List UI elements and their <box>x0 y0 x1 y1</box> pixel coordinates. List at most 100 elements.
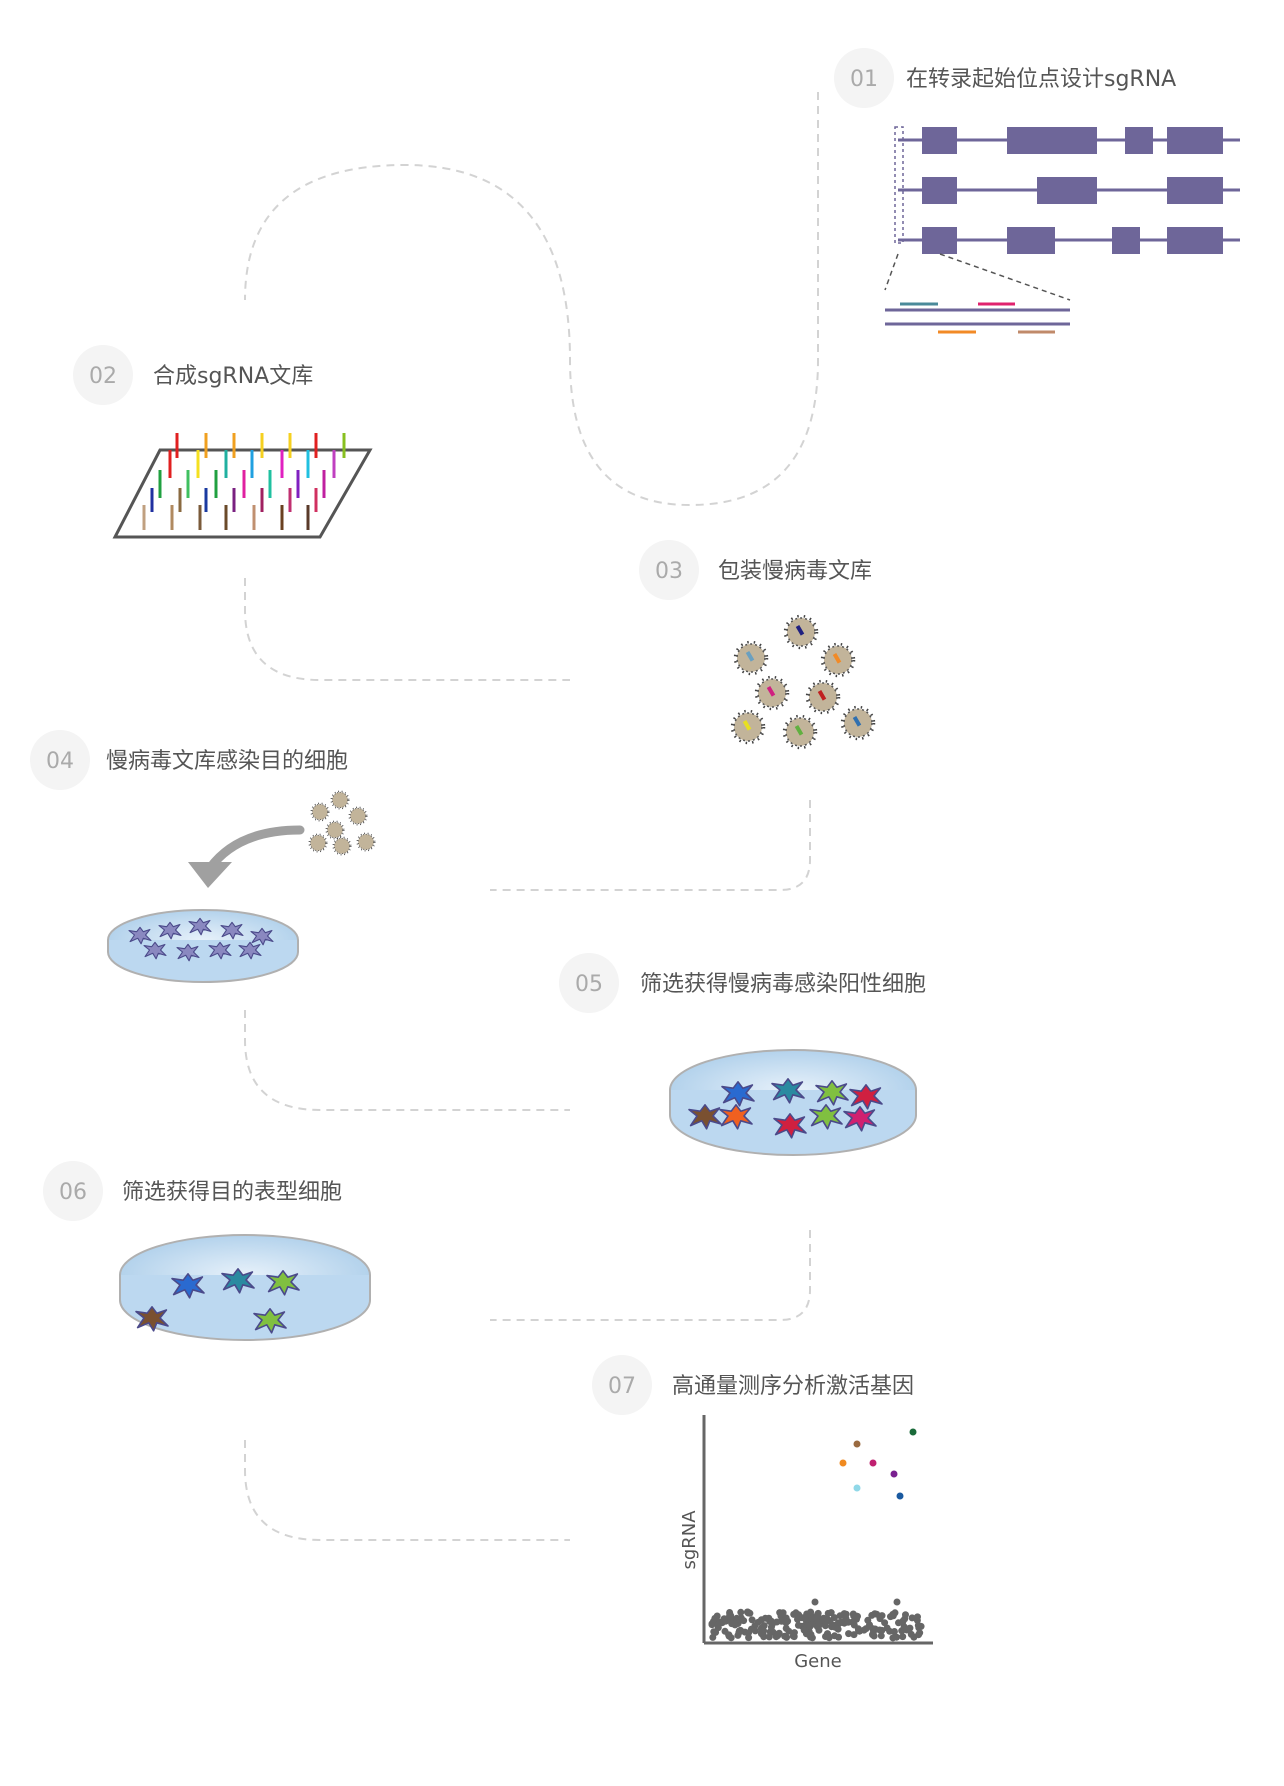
gene-dot <box>822 1633 829 1640</box>
gene-dot <box>714 1621 722 1629</box>
gene-dot <box>814 1610 822 1618</box>
gene-dot <box>854 1612 861 1620</box>
gene-dot <box>773 1618 781 1626</box>
gene-dot <box>821 1622 829 1630</box>
gene-dot <box>726 1612 734 1620</box>
connector-lines <box>244 92 819 1541</box>
gene-dot <box>869 1631 876 1639</box>
gene-dot <box>815 1622 823 1630</box>
y-axis-label: sgRNA <box>679 1510 700 1570</box>
gene-dot <box>864 1616 872 1624</box>
gene-dot <box>748 1616 756 1624</box>
gene-dot <box>740 1617 748 1625</box>
gene-dot <box>728 1620 736 1628</box>
gene-dot <box>850 1631 858 1639</box>
step-number: 03 <box>655 559 683 584</box>
gene-dot <box>895 1619 902 1627</box>
gene-dot <box>790 1610 798 1618</box>
sequencing-plot: Gene sgRNA <box>679 1415 933 1672</box>
gene-dot <box>844 1618 852 1626</box>
gene-dot <box>767 1623 775 1631</box>
step-03: 03 包装慢病毒文库 <box>639 540 872 600</box>
gene-dot <box>890 1628 898 1635</box>
x-axis-label: Gene <box>794 1651 842 1672</box>
gene-dot <box>889 1610 897 1618</box>
step-title: 慢病毒文库感染目的细胞 <box>106 749 348 774</box>
lentivirus-library-icon <box>730 614 876 750</box>
gene-dot <box>760 1622 768 1630</box>
step-number: 06 <box>59 1180 87 1205</box>
lentivirus-icon <box>754 675 790 711</box>
gene-dot <box>845 1630 853 1638</box>
step-title: 筛选获得慢病毒感染阳性细胞 <box>640 972 926 997</box>
step-number-badge <box>834 48 894 108</box>
gene-dot <box>903 1626 911 1634</box>
step-number-badge <box>30 730 90 790</box>
lentivirus-icon <box>840 705 876 741</box>
gene-dot <box>775 1629 783 1637</box>
step-number-badge <box>559 953 619 1013</box>
gene-structure-icon <box>884 126 1240 334</box>
step-07: 07 高通量测序分析激活基因 <box>592 1355 914 1415</box>
lentivirus-icon <box>783 614 819 650</box>
gene-dot <box>807 1631 815 1638</box>
gene-dot <box>760 1627 768 1635</box>
lentivirus-icon <box>805 679 841 715</box>
step-number: 01 <box>850 67 878 92</box>
gene-dot <box>907 1630 915 1638</box>
gene-dot <box>794 1615 801 1623</box>
gene-dot <box>824 1609 832 1617</box>
gene-dot <box>751 1627 759 1635</box>
gene-dot <box>780 1617 788 1625</box>
lentivirus-icon <box>733 640 769 676</box>
step-number-badge <box>43 1161 103 1221</box>
gene-dot <box>820 1614 828 1622</box>
gene-dot <box>721 1627 729 1635</box>
gene-dot <box>855 1626 862 1634</box>
gene-dot <box>737 1608 745 1616</box>
lentivirus-icon <box>820 642 856 678</box>
step-01: 01 在转录起始位点设计sgRNA <box>834 48 1176 108</box>
phenotype-cells-dish <box>119 1234 371 1341</box>
gene-dot <box>720 1615 728 1623</box>
gene-dot <box>902 1611 909 1619</box>
gene-dot <box>708 1620 716 1628</box>
gene-dot <box>790 1629 798 1637</box>
gene-dot <box>783 1633 791 1641</box>
gene-dot <box>831 1623 839 1631</box>
gene-dot <box>899 1633 907 1641</box>
gene-dot <box>883 1624 891 1632</box>
gene-dot <box>830 1614 838 1622</box>
step-02: 02 合成sgRNA文库 <box>73 345 313 405</box>
step-06: 06 筛选获得目的表型细胞 <box>43 1161 342 1221</box>
step-title: 高通量测序分析激活基因 <box>672 1374 914 1399</box>
gene-dot <box>761 1614 769 1622</box>
infection-icon <box>107 790 376 983</box>
step-05: 05 筛选获得慢病毒感染阳性细胞 <box>559 953 926 1013</box>
step-title: 合成sgRNA文库 <box>153 364 313 389</box>
hit-gene-dots <box>811 1428 917 1606</box>
gene-dot <box>794 1621 802 1629</box>
step-number: 04 <box>46 749 74 774</box>
gene-dot <box>800 1626 808 1634</box>
gene-dot <box>873 1610 881 1618</box>
lentivirus-icon <box>730 709 766 745</box>
step-title: 包装慢病毒文库 <box>718 559 872 584</box>
sgRNA-array-icon <box>112 433 373 539</box>
background-gene-dots <box>708 1608 925 1642</box>
gene-dot <box>881 1619 889 1627</box>
step-04: 04 慢病毒文库感染目的细胞 <box>30 730 348 790</box>
gene-dot <box>908 1614 916 1622</box>
gene-dot <box>807 1608 815 1616</box>
step-number: 02 <box>89 364 117 389</box>
positive-cells-dish <box>669 1049 917 1156</box>
step-title: 筛选获得目的表型细胞 <box>122 1180 342 1205</box>
gene-dot <box>745 1629 753 1637</box>
gene-dot <box>916 1629 924 1637</box>
step-title: 在转录起始位点设计sgRNA <box>906 67 1176 92</box>
gene-dot <box>831 1632 839 1640</box>
gene-dot <box>760 1633 768 1641</box>
gene-dot <box>782 1624 790 1632</box>
step-number-badge <box>592 1355 652 1415</box>
gene-dot <box>765 1633 773 1641</box>
